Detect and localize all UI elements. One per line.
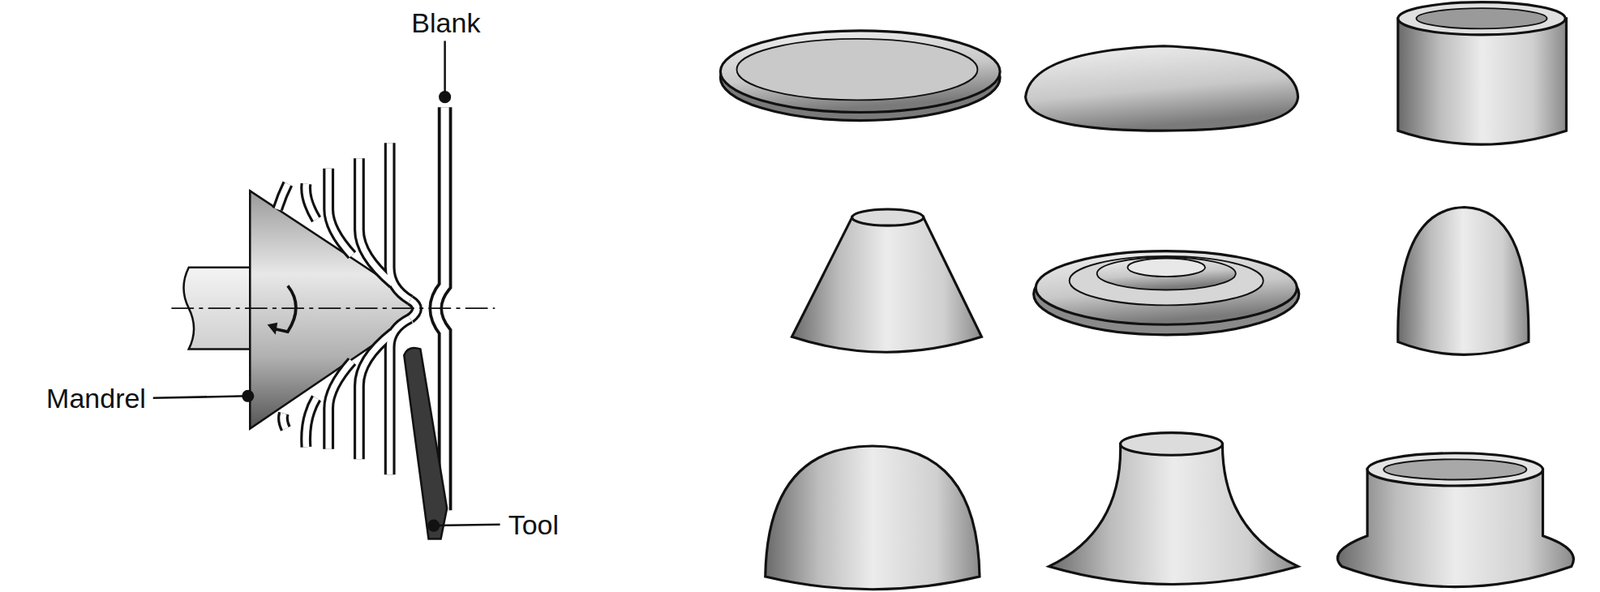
part-label: Blank [411, 8, 481, 37]
flat-dish [720, 30, 1000, 121]
part-label: Mandrel [46, 384, 146, 412]
leader-dots [241, 90, 451, 532]
stepped-dish [1033, 251, 1300, 335]
part-label: Tool [508, 510, 559, 539]
hemisphere [765, 446, 980, 590]
center-axis [171, 307, 495, 309]
shallow-dome [1025, 46, 1299, 131]
rotation-arrowhead [267, 322, 279, 335]
flanged-cup [1338, 453, 1575, 588]
cylindrical-cup [1398, 2, 1567, 146]
forming-tool [403, 347, 447, 539]
leader-lines [153, 40, 501, 526]
bullet-shape [1398, 207, 1529, 356]
flared-bell [1049, 433, 1299, 585]
truncated-cone [791, 209, 982, 352]
